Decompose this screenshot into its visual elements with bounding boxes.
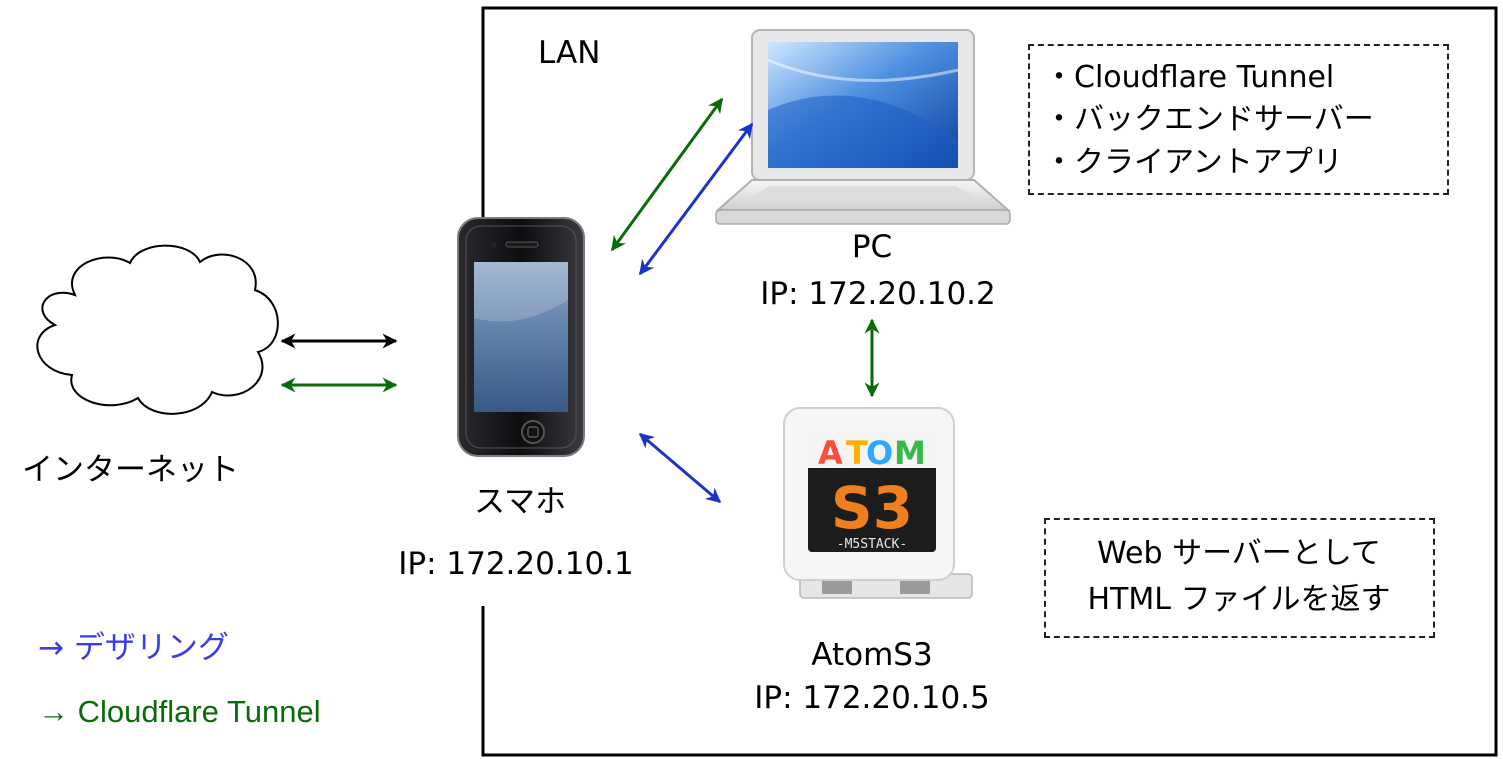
laptop-icon [715,29,1011,225]
lan-label: LAN [538,35,601,71]
atom-name: AtomS3 [811,637,933,673]
legend-tethering: → デザリング [38,630,229,666]
pc-roles-note [1028,44,1449,195]
atom-note-line-2: HTML ファイルを返す [1087,582,1391,617]
smartphone-icon [457,217,585,457]
pc-role-2: ・バックエンドサーバー [1044,102,1374,137]
internet-cloud-icon [36,244,279,415]
atom-ip: IP: 172.20.10.5 [754,680,990,716]
pc-name: PC [851,229,893,265]
legend-tunnel: → Cloudflare Tunnel [38,694,321,729]
atom-letter-t: T [846,434,868,472]
pc-ip: IP: 172.20.10.2 [760,276,996,312]
pc-role-1: ・Cloudflare Tunnel [1044,60,1335,95]
smartphone-name: スマホ [473,484,567,520]
atom-letter-m: M [894,434,926,472]
atom-letter-a: A [818,434,843,472]
lan-boundary [481,6,1498,757]
atoms3-device-icon: A T O M S3 -M5STACK- [783,407,973,599]
phone-pc-tunnel-arrow [610,97,724,252]
phone-pc-tethering-arrow [638,122,754,276]
pc-role-3: ・クライアントアプリ [1044,145,1343,180]
atom-note [1044,518,1435,638]
atom-letter-o: O [866,434,893,472]
atom-s3-label: S3 [831,474,913,542]
atom-note-line-1: Web サーバーとして [1097,536,1381,571]
smartphone-ip: IP: 172.20.10.1 [398,546,634,582]
internet-label: インターネット [22,452,239,488]
atom-m5stack-label: -M5STACK- [837,537,907,552]
phone-atom-tethering-arrow [638,432,722,504]
